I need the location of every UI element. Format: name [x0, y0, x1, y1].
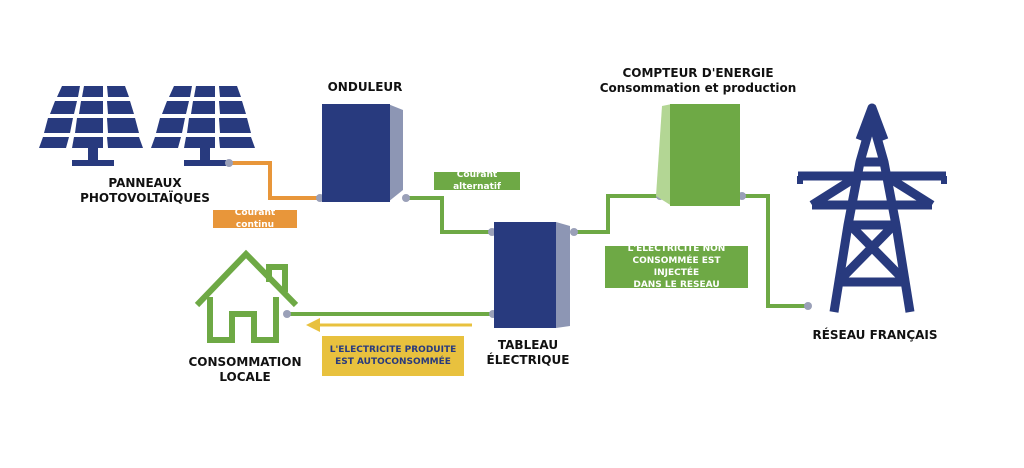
self-tag-line1: L'ELECTRICITE PRODUITE: [329, 344, 457, 355]
solar-panel-icon: [39, 86, 143, 166]
ac-wire-inverter: [404, 196, 494, 234]
inverter-box: [322, 104, 403, 202]
injected-tag-line2: CONSOMMÉE EST INJECTÉE: [632, 255, 721, 278]
board-label-line1: TABLEAU: [497, 338, 559, 352]
local-consumption-label: CONSOMMATION LOCALE: [180, 355, 310, 385]
grid-label: RÉSEAU FRANÇAIS: [812, 328, 938, 342]
self-consumption-arrow: [306, 318, 472, 332]
solar-panel-icon: [151, 86, 255, 166]
meter-label-line1: COMPTEUR D'ENERGIE: [622, 66, 774, 80]
inverter-label: ONDULEUR: [327, 80, 403, 94]
local-label-line1: CONSOMMATION: [188, 355, 302, 369]
power-pylon-icon: [798, 118, 946, 313]
self-consumption-tag: L'ELECTRICITE PRODUITE EST AUTOCONSOMMÉE: [322, 336, 464, 376]
ac-current-tag: Courant alternatif: [434, 170, 520, 192]
injected-tag-line1: L'ÉLECTRICITE NON: [627, 243, 726, 254]
pylon-peak: [855, 103, 889, 142]
board-label: TABLEAU ÉLECTRIQUE: [478, 338, 578, 368]
wire-board-meter: [572, 194, 662, 234]
board-label-line2: ÉLECTRIQUE: [486, 353, 570, 367]
local-label-line2: LOCALE: [219, 370, 271, 384]
injected-tag: L'ÉLECTRICITE NON CONSOMMÉE EST INJECTÉE…: [605, 243, 748, 291]
self-tag-line2: EST AUTOCONSOMMÉE: [335, 357, 451, 367]
panels-label-line2: PHOTOVOLTAÏQUES: [80, 191, 210, 205]
dc-current-tag: Courant continu: [213, 208, 297, 230]
electrical-board-box: [494, 222, 570, 328]
wire-meter-grid: [740, 194, 808, 308]
house-icon: [194, 249, 299, 343]
injected-tag-line3: DANS LE RESEAU: [633, 280, 720, 291]
meter-label-line2: Consommation et production: [599, 81, 797, 95]
panels-label: PANNEAUX PHOTOVOLTAÏQUES: [60, 176, 230, 206]
panels-label-line1: PANNEAUX: [108, 176, 182, 190]
meter-label: COMPTEUR D'ENERGIE Consommation et produ…: [598, 66, 798, 96]
energy-meter-box: [656, 104, 740, 206]
dc-wire: [230, 161, 322, 200]
